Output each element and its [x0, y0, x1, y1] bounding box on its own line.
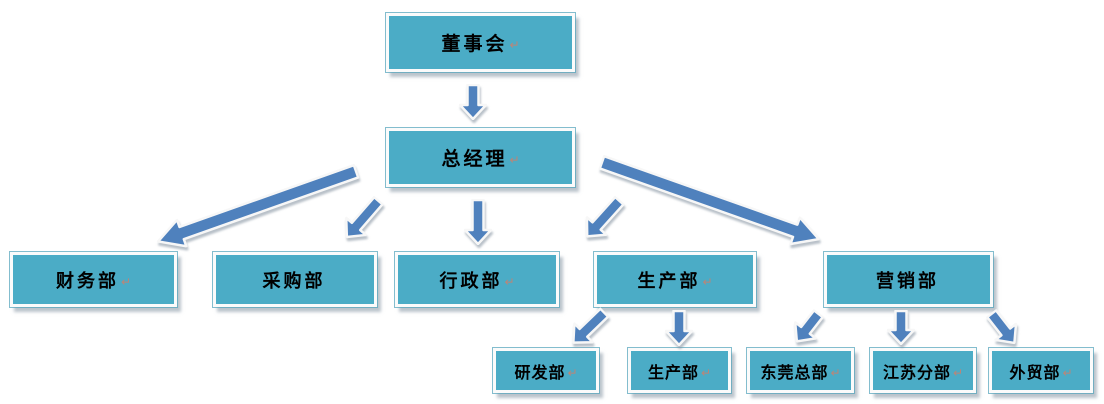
arrow-gm-to-production — [585, 186, 670, 238]
arrow-gm-to-marketing — [598, 147, 833, 246]
paragraph-mark-icon: ↵ — [120, 274, 132, 289]
paragraph-mark-icon: ↵ — [504, 274, 515, 289]
org-node-trade: 外贸部↵ — [989, 348, 1093, 393]
org-node-gm: 总经理↵ — [386, 128, 575, 187]
arrow-marketing-to-trade — [986, 299, 1030, 345]
paragraph-mark-icon: ↵ — [1062, 365, 1073, 380]
org-node-board: 董事会↵ — [386, 13, 575, 72]
org-node-label: 采购部 — [262, 270, 326, 292]
org-node-label: 财务部 — [55, 270, 119, 292]
paragraph-mark-icon: ↵ — [509, 37, 520, 52]
org-node-label: 研发部 — [514, 362, 566, 382]
org-node-label: 行政部 — [439, 270, 503, 292]
org-node-admin: 行政部↵ — [395, 252, 559, 307]
org-node-finance: 财务部↵ — [10, 252, 177, 307]
arrow-board-to-gm — [459, 70, 509, 120]
org-node-label: 江苏分部 — [882, 362, 951, 382]
org-node-label: 董事会 — [441, 33, 508, 55]
org-node-label: 东莞总部 — [760, 362, 829, 382]
paragraph-mark-icon: ↵ — [952, 365, 964, 380]
org-node-label: 生产部 — [647, 362, 699, 382]
org-node-production: 生产部↵ — [594, 252, 756, 307]
paragraph-mark-icon: ↵ — [509, 152, 520, 167]
org-node-label: 总经理 — [441, 148, 508, 170]
org-node-dongguan: 东莞总部↵ — [747, 348, 854, 393]
paragraph-mark-icon: ↵ — [700, 365, 712, 380]
org-node-marketing: 营销部 — [824, 252, 993, 307]
org-node-purchasing: 采购部 — [213, 252, 377, 307]
paragraph-mark-icon: ↵ — [702, 274, 713, 289]
org-node-production2: 生产部↵ — [628, 348, 731, 393]
paragraph-mark-icon: ↵ — [830, 365, 841, 380]
org-node-label: 生产部 — [637, 270, 701, 292]
arrow-gm-to-purchasing — [344, 186, 429, 239]
org-node-label: 外贸部 — [1009, 362, 1061, 382]
org-node-rnd: 研发部↵ — [493, 348, 599, 393]
paragraph-mark-icon: ↵ — [567, 365, 578, 380]
arrow-gm-to-admin — [464, 185, 524, 245]
org-node-label: 营销部 — [876, 270, 939, 292]
org-node-jiangsu: 江苏分部↵ — [870, 348, 976, 393]
